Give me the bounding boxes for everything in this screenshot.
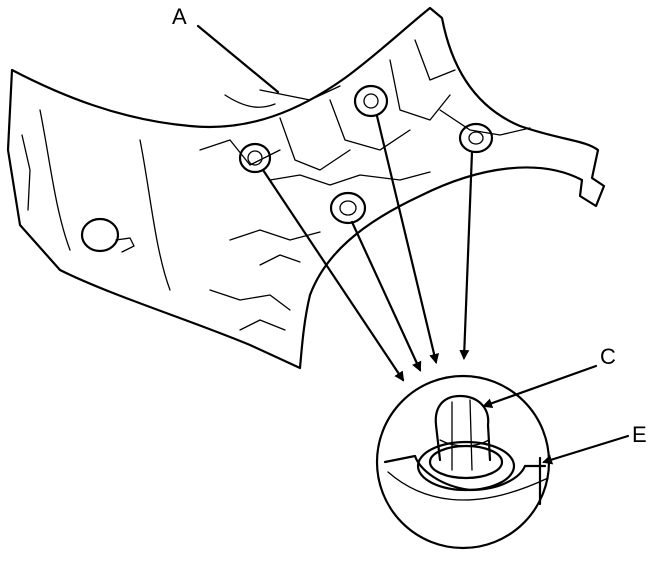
trim-panel: [6, 6, 606, 370]
clip-arrows: [261, 114, 474, 382]
clip-1: [238, 142, 272, 174]
clip-4: [329, 191, 367, 225]
label-e: E: [632, 422, 647, 447]
leader-line-e: [542, 434, 630, 465]
label-c: C: [600, 344, 616, 369]
clip-2: [353, 84, 389, 118]
leader-line-c: [482, 364, 598, 409]
label-a: A: [172, 4, 187, 29]
detail-circle: [375, 374, 551, 550]
leader-line-a: [196, 24, 280, 94]
clip-3: [458, 122, 494, 154]
